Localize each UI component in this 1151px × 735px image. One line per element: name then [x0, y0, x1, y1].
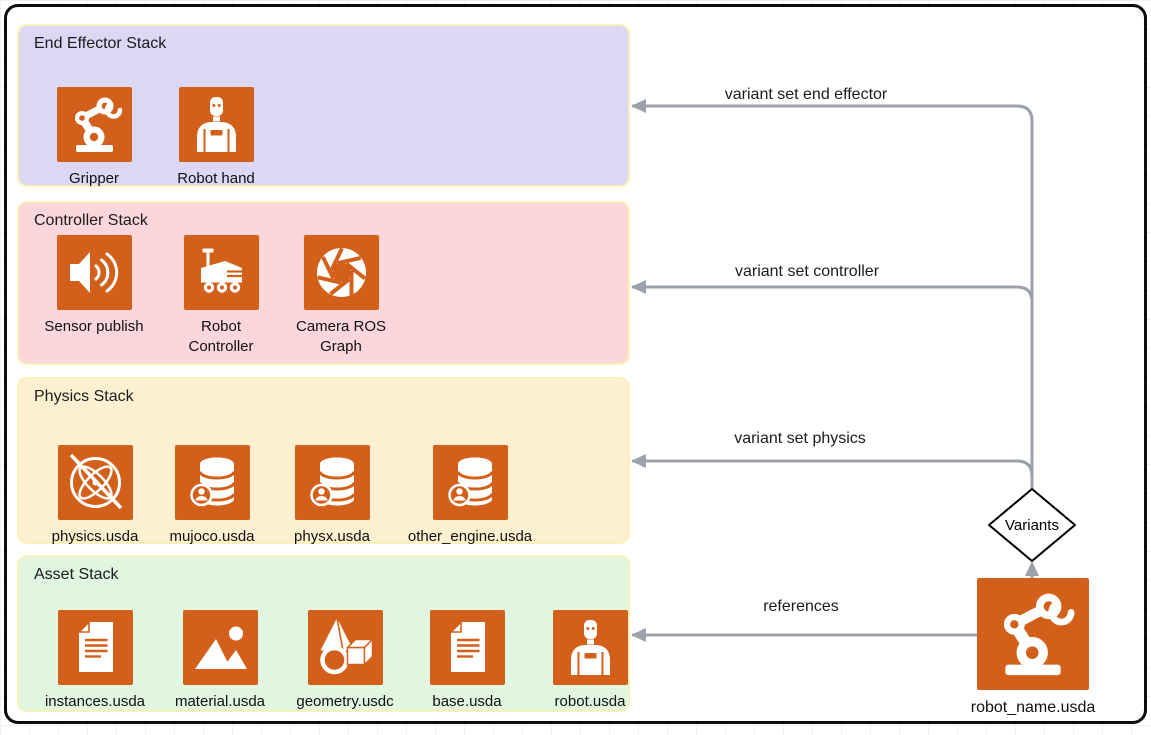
node-label: physx.usda [294, 528, 370, 545]
panel-asset-stack: Asset Stack instances.usda [17, 555, 630, 712]
node-label: physics.usda [51, 528, 139, 545]
edge-label-references: references [763, 598, 839, 615]
panel-title: Controller Stack [34, 212, 148, 229]
node-physics-usda: physics.usda [27, 445, 163, 547]
panel-title: End Effector Stack [34, 35, 167, 52]
edge-label-variant-set-physics: variant set physics [734, 430, 866, 447]
database-user-icon [432, 445, 508, 520]
node-label: other_engine.usda [407, 528, 533, 545]
rover-icon [183, 235, 259, 310]
node-label: Sensor publish [44, 318, 144, 335]
camera-aperture-icon [303, 235, 379, 310]
node-base-usda: base.usda [403, 610, 531, 712]
document-icon [429, 610, 505, 685]
panel-controller-stack: Controller Stack Sensor publish [17, 201, 630, 365]
edge-label-variant-set-end-effector: variant set end effector [724, 86, 888, 103]
node-geometry-usdc: geometry.usdc [281, 610, 409, 712]
node-label: Robot hand [177, 170, 255, 187]
node-robot-controller: Robot Controller [169, 235, 273, 356]
panel-end-effector-stack: End Effector Stack Gripper [17, 24, 630, 187]
atom-crossed-icon [57, 445, 133, 520]
node-label: geometry.usdc [296, 693, 394, 710]
document-icon [57, 610, 133, 685]
node-robot-name-usda [977, 578, 1089, 690]
node-mujoco-usda: mujoco.usda [144, 445, 280, 547]
image-icon [182, 610, 258, 685]
robot-bust-icon [552, 610, 628, 685]
database-user-icon [294, 445, 370, 520]
node-label: base.usda [432, 693, 502, 710]
node-instances-usda: instances.usda [31, 610, 159, 712]
robot-arm-icon [56, 87, 132, 162]
node-material-usda: material.usda [156, 610, 284, 712]
node-label: robot.usda [554, 693, 626, 710]
database-user-icon [174, 445, 250, 520]
node-label: mujoco.usda [169, 528, 255, 545]
node-label: Camera ROS Graph [295, 318, 387, 355]
root-node-label: robot_name.usda [970, 699, 1096, 716]
variants-node-label: Variants [1005, 517, 1059, 534]
robot-bust-icon [178, 87, 254, 162]
node-label: Robot Controller [188, 318, 254, 355]
node-camera-ros-graph: Camera ROS Graph [289, 235, 393, 356]
panel-title: Asset Stack [34, 566, 119, 583]
node-gripper: Gripper [34, 87, 154, 189]
edge-label-variant-set-controller: variant set controller [734, 263, 880, 280]
node-other-engine-usda: other_engine.usda [402, 445, 538, 547]
panel-physics-stack: Physics Stack physics.usda [17, 377, 630, 547]
node-robot-usda: robot.usda [526, 610, 654, 712]
node-robot-hand: Robot hand [156, 87, 276, 189]
node-sensor-publish: Sensor publish [42, 235, 146, 337]
robot-arm-icon [977, 578, 1089, 690]
node-label: instances.usda [44, 693, 146, 710]
node-label: material.usda [174, 693, 266, 710]
shapes-icon [307, 610, 383, 685]
node-physx-usda: physx.usda [264, 445, 400, 547]
panel-title: Physics Stack [34, 388, 134, 405]
node-label: Gripper [68, 170, 120, 187]
speaker-icon [56, 235, 132, 310]
